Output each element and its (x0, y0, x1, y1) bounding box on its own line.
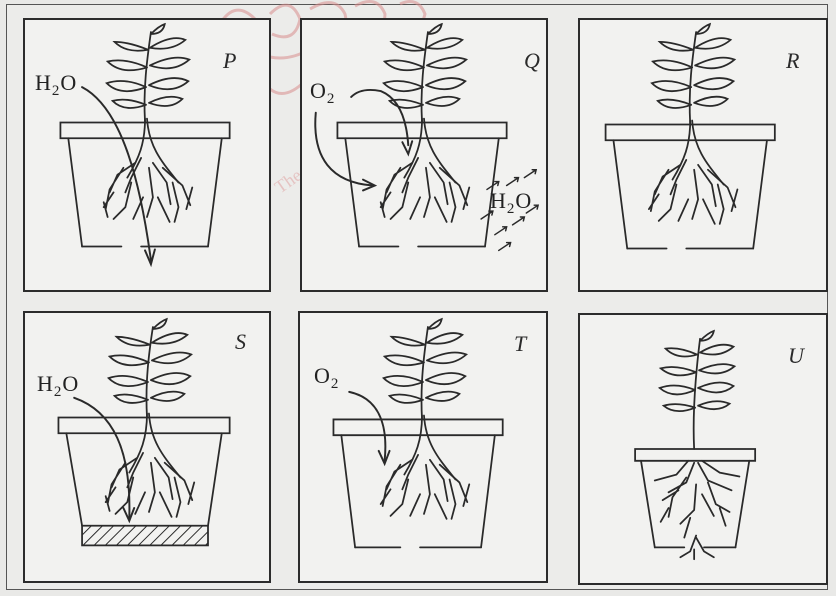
ann-post: O (62, 371, 78, 396)
leaves (107, 24, 190, 108)
plant-pot-illustration (300, 313, 546, 581)
ann-pre: O (310, 78, 326, 103)
ann-pre: H (490, 188, 506, 213)
ann-pre: H (37, 371, 53, 396)
arrow-path (82, 87, 151, 260)
ann-pre: H (35, 70, 51, 95)
ann-sub: 2 (52, 83, 60, 99)
ann-post: O (515, 188, 531, 213)
water-vapour-annotation: H2O (490, 188, 531, 214)
water-annotation: H2O (35, 70, 76, 96)
panel-label: Q (524, 48, 540, 74)
panel-label: R (786, 48, 799, 74)
ann-sub: 2 (327, 91, 335, 107)
panel-r: R (578, 18, 828, 292)
pot-wall (68, 138, 221, 246)
panel-label: P (223, 48, 236, 74)
panel-p: P H2O (23, 18, 271, 292)
ann-sub: 2 (507, 201, 515, 217)
plant-pot-illustration (25, 313, 269, 581)
panel-q: Q O2 H2O (300, 18, 548, 292)
oxygen-annotation: O2 (310, 78, 335, 104)
plant-pot-illustration (302, 20, 546, 290)
ann-pre: O (314, 363, 330, 388)
panel-t: T O2 (298, 311, 548, 583)
oxygen-annotation: O2 (314, 363, 339, 389)
panel-label: T (514, 331, 526, 357)
water-tray (82, 526, 208, 546)
panel-u: U (578, 313, 828, 585)
panel-label: U (788, 343, 804, 369)
ann-sub: 2 (331, 376, 339, 392)
panel-s: S H2O (23, 311, 271, 583)
plant-stem (145, 32, 151, 123)
panel-label: S (235, 329, 246, 355)
ann-sub: 2 (54, 384, 62, 400)
ann-post: O (60, 70, 76, 95)
water-annotation: H2O (37, 371, 78, 397)
